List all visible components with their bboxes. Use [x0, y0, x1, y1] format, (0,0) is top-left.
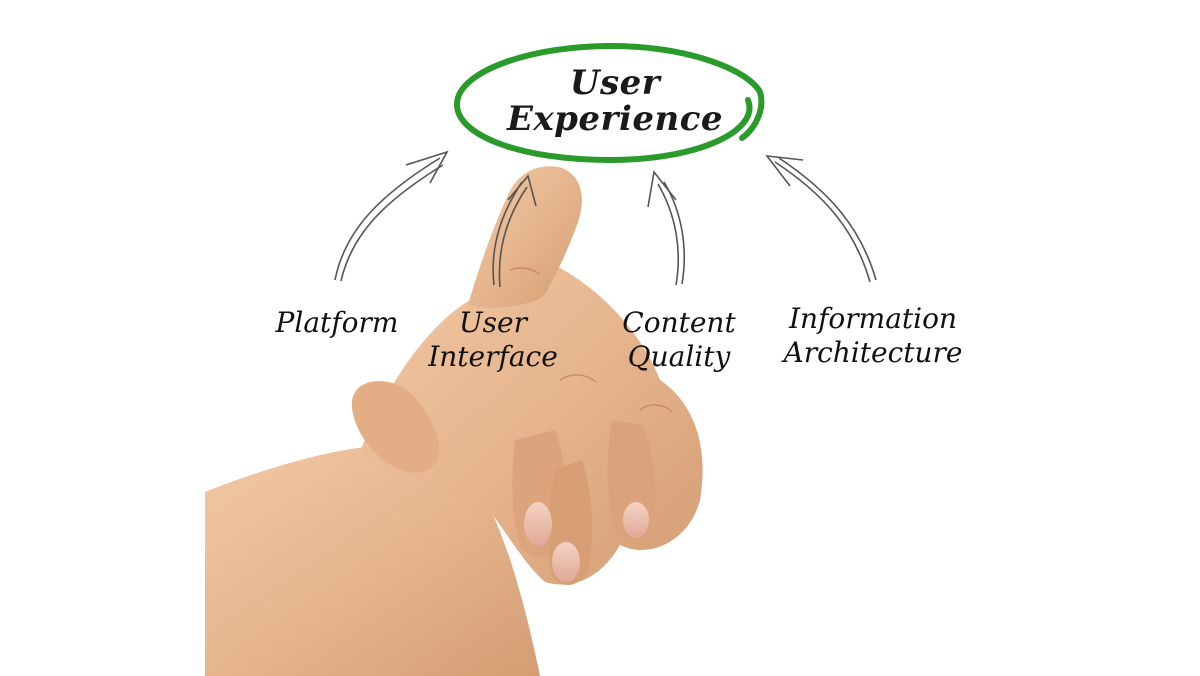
connector-arrows — [334, 150, 877, 288]
factor-label-line1: User — [459, 306, 527, 339]
arrow-info-to-ux — [765, 154, 877, 283]
factor-label-line1: Platform — [275, 306, 399, 339]
knuckle-crease — [559, 374, 597, 383]
factor-label-user-interface: User Interface — [418, 306, 568, 374]
knuckle-crease — [509, 267, 541, 275]
factor-label-line1: Content — [622, 306, 736, 339]
thumb-shape — [351, 381, 440, 473]
forearm-shape — [205, 446, 540, 676]
knuckle-crease — [639, 404, 673, 413]
arrow-content-to-ux — [647, 170, 686, 286]
center-ring — [453, 42, 765, 164]
hand-image — [205, 166, 703, 676]
factor-label-information-architecture: Information Architecture — [768, 302, 978, 370]
fingernail — [524, 502, 552, 546]
fingernail — [623, 502, 649, 538]
fingernail — [552, 542, 580, 582]
center-title: User Experience — [470, 63, 760, 139]
center-title-line2: Experience — [506, 98, 724, 139]
center-ring-stroke — [453, 42, 765, 164]
factor-label-platform: Platform — [262, 306, 412, 340]
center-title-line1: User — [569, 63, 661, 103]
factor-label-line1: Information — [788, 302, 958, 335]
factor-label-line2: Architecture — [783, 336, 963, 370]
factor-label-line2: Interface — [428, 340, 558, 374]
factor-label-line2: Quality — [627, 340, 731, 374]
arrow-platform-to-ux — [334, 150, 449, 282]
arrow-ui-to-ux — [492, 174, 537, 288]
factor-label-content-quality: Content Quality — [604, 306, 754, 374]
index-finger-shape — [468, 166, 582, 308]
